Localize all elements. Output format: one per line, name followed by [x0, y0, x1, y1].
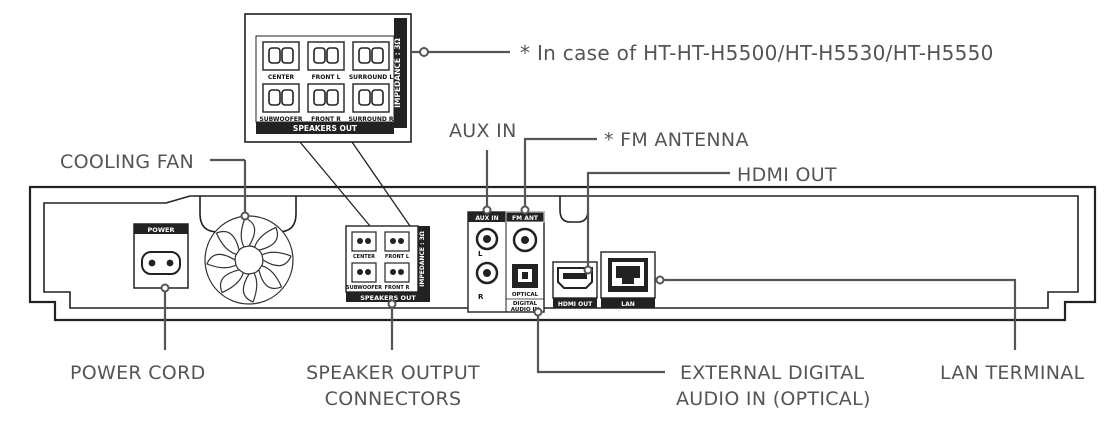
front-r-label-small: FRONT R: [385, 285, 410, 291]
lan-terminal-label: LAN TERMINAL: [940, 362, 1085, 384]
aux-fm-optical-block[interactable]: AUX IN FM ANT L R OPTICAL DIGITAL AUDIO …: [467, 211, 545, 313]
power-pin-right: [166, 259, 174, 267]
speaker-output-block[interactable]: IMPEDANCE : 3Ω SPEAKERS OUT CENTER FRONT…: [345, 225, 430, 302]
lan-port[interactable]: LAN: [600, 251, 656, 308]
audio-in-label: AUDIO IN: [511, 307, 540, 313]
front-l-label-small: FRONT L: [385, 254, 410, 260]
speaker-terminal-inset: IMPEDANCE : 3Ω SPEAKERS OUT CENTER FRONT…: [244, 13, 412, 143]
surround-l-label: SURROUND L: [349, 74, 393, 81]
optical-input-port[interactable]: [512, 264, 538, 288]
inset-pointer-right: [351, 141, 411, 227]
fm-antenna-label: * FM ANTENNA: [604, 129, 749, 151]
hdmi-out-label: HDMI OUT: [737, 164, 837, 186]
external-digital-label-line1: EXTERNAL DIGITAL: [680, 362, 865, 384]
front-r-label: FRONT R: [311, 116, 341, 123]
cooling-fan-label: COOLING FAN: [60, 151, 194, 173]
external-digital-label-line2: AUDIO IN (OPTICAL): [676, 388, 871, 410]
aux-l-label: L: [478, 250, 483, 258]
front-l-label: FRONT L: [312, 74, 341, 81]
impedance-label-small: IMPEDANCE : 3Ω: [419, 231, 426, 287]
center-label-small: CENTER: [353, 254, 375, 260]
subwoofer-label: SUBWOOFER: [259, 116, 302, 123]
aux-in-right-jack[interactable]: [475, 261, 499, 285]
hdmi-out-panel-label: HDMI OUT: [558, 301, 593, 308]
aux-r-label: R: [478, 293, 484, 301]
power-pin-left: [148, 259, 156, 267]
lan-panel-label: LAN: [621, 301, 635, 308]
fm-ant-panel-label: FM ANT: [512, 215, 539, 222]
inset-pointer-left: [299, 141, 371, 227]
subwoofer-label-small: SUBWOOFER: [346, 285, 382, 291]
speaker-output-label-line2: CONNECTORS: [325, 388, 462, 410]
callout-lines: [160, 47, 1017, 374]
model-note-label: * In case of HT-HT-H5500/HT-H5530/HT-H55…: [520, 41, 994, 65]
speakers-out-label-small: SPEAKERS OUT: [360, 294, 416, 302]
fm-antenna-jack[interactable]: [512, 227, 538, 253]
aux-in-panel-label: AUX IN: [475, 215, 498, 222]
speakers-out-label: SPEAKERS OUT: [293, 124, 358, 133]
aux-in-label: AUX IN: [449, 120, 517, 142]
device-body: [28, 185, 1097, 322]
center-label: CENTER: [268, 74, 295, 81]
power-cord-label: POWER CORD: [70, 362, 206, 384]
optical-label: OPTICAL: [512, 292, 539, 298]
speaker-output-label-line1: SPEAKER OUTPUT: [306, 362, 480, 384]
aux-in-left-jack[interactable]: [475, 227, 499, 251]
digital-label: DIGITAL: [513, 301, 538, 307]
power-socket[interactable]: POWER: [133, 223, 189, 289]
cooling-fan: [204, 215, 294, 305]
impedance-label: IMPEDANCE : 3Ω: [393, 38, 402, 108]
surround-r-label: SURROUND R: [348, 116, 393, 123]
power-label: POWER: [148, 226, 175, 234]
